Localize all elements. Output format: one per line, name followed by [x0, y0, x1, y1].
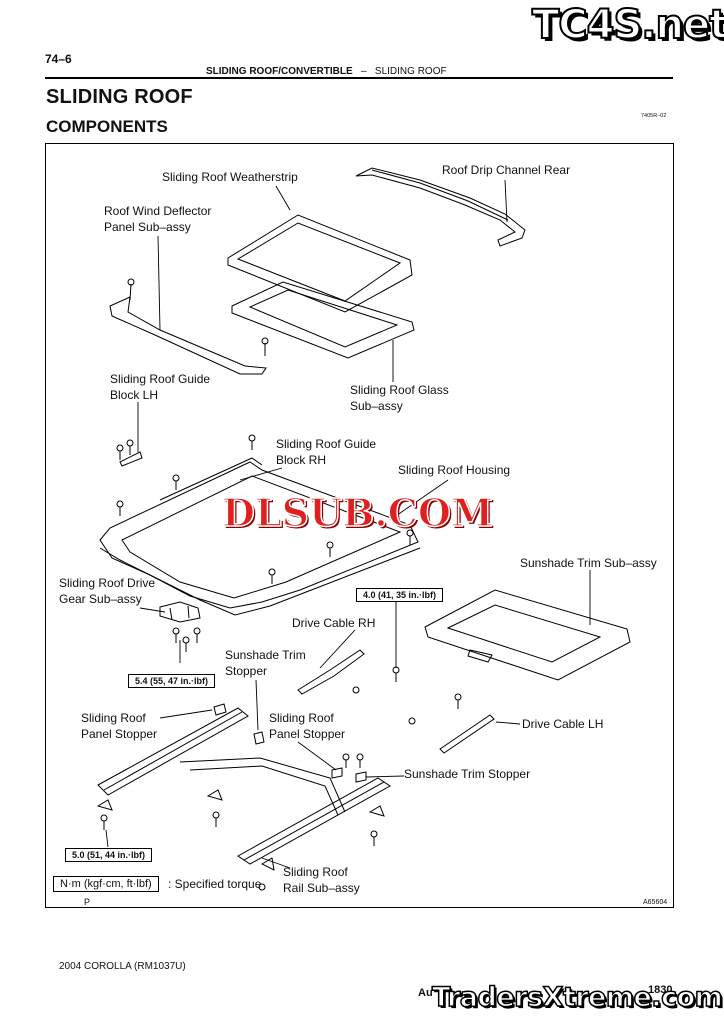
- stoppers: [98, 704, 384, 870]
- label-drive-gear-line2: Gear Sub–assy: [59, 592, 142, 606]
- document-code: 7405R–02: [641, 113, 667, 119]
- label-cable-lh: Drive Cable LH: [522, 717, 604, 731]
- page-number: 74–6: [45, 52, 72, 66]
- label-panel-stopper-left-line1: Sliding Roof: [81, 711, 146, 725]
- running-header: SLIDING ROOF/CONVERTIBLE – SLIDING ROOF: [206, 66, 447, 77]
- roof-drip-channel-part: [356, 168, 525, 246]
- torque-value-box: 5.0 (51, 44 in.·lbf): [65, 848, 153, 862]
- drive-cables: [298, 650, 494, 753]
- label-weatherstrip: Sliding Roof Weatherstrip: [162, 170, 298, 184]
- weatherstrip-part: [228, 215, 412, 312]
- drive-gear-part: [160, 602, 200, 622]
- header-rule: [45, 77, 673, 79]
- figure-letter: P: [84, 897, 91, 907]
- label-guide-lh-line1: Sliding Roof Guide: [110, 372, 211, 386]
- wind-deflector-part: [110, 279, 268, 374]
- label-glass-line1: Sliding Roof Glass: [350, 383, 449, 397]
- header-separator: –: [361, 66, 367, 77]
- fasteners: [101, 435, 461, 890]
- footer-fragment: Au: [418, 987, 433, 999]
- label-rail-line2: Rail Sub–assy: [283, 881, 360, 895]
- label-drive-gear-line1: Sliding Roof Drive: [59, 576, 156, 590]
- figure-frame: [45, 143, 674, 908]
- label-panel-stopper-right-line2: Panel Stopper: [269, 727, 346, 741]
- label-deflector-line1: Roof Wind Deflector: [104, 204, 212, 218]
- section-subtitle: COMPONENTS: [46, 117, 168, 136]
- footer-page-number: 1830: [648, 984, 673, 996]
- label-glass-line2: Sub–assy: [350, 399, 403, 413]
- rail-part: [98, 708, 390, 864]
- label-stopper-trim-line1: Sunshade Trim: [225, 648, 306, 662]
- specified-torque-note: : Specified torque: [168, 877, 262, 891]
- watermark-tc4s: TC4S.net: [531, 1, 724, 49]
- watermark-tradersxtreme: TradersXtreme.com: [431, 981, 723, 1014]
- subsection-name: SLIDING ROOF: [374, 66, 447, 77]
- watermark-dlsub: DLSUB.COM: [221, 489, 494, 536]
- label-deflector-line2: Panel Sub–assy: [104, 220, 191, 234]
- label-rail-line1: Sliding Roof: [283, 865, 348, 879]
- page-title: SLIDING ROOF: [46, 86, 193, 108]
- housing-part: [100, 458, 420, 615]
- label-guide-rh-line1: Sliding Roof Guide: [276, 437, 377, 451]
- section-name: SLIDING ROOF/CONVERTIBLE: [206, 66, 353, 77]
- figure-code: A65604: [643, 899, 668, 906]
- label-panel-stopper-right-line1: Sliding Roof: [269, 711, 334, 725]
- label-drip-channel: Roof Drip Channel Rear: [442, 163, 571, 177]
- label-stopper-trim-line2: Stopper: [225, 664, 268, 678]
- glass-part: [232, 282, 414, 358]
- label-housing: Sliding Roof Housing: [398, 463, 511, 477]
- footer-model: 2004 COROLLA (RM1037U): [59, 961, 186, 972]
- torque-value-box: 4.0 (41, 35 in.·lbf): [356, 588, 444, 602]
- sunshade-trim-part: [425, 590, 630, 680]
- leader-lines: [106, 180, 590, 868]
- torque-unit-legend: N·m (kgf·cm, ft·lbf): [53, 876, 159, 892]
- label-sunshade-trim: Sunshade Trim Sub–assy: [520, 556, 657, 570]
- label-panel-stopper-left-line2: Panel Stopper: [81, 727, 158, 741]
- label-sunshade-stopper: Sunshade Trim Stopper: [404, 767, 531, 781]
- label-cable-rh: Drive Cable RH: [292, 616, 376, 630]
- torque-value-box: 5.4 (55, 47 in.·lbf): [128, 674, 216, 688]
- label-guide-lh-line2: Block LH: [110, 388, 159, 402]
- label-guide-rh-line2: Block RH: [276, 453, 327, 467]
